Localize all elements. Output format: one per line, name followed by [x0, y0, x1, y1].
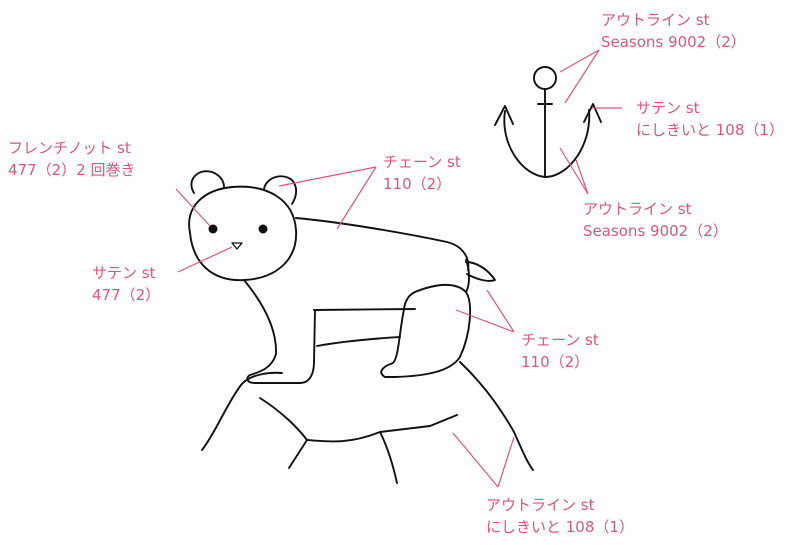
anchor-right-fluke [583, 103, 602, 123]
bear-belly [313, 308, 416, 311]
leader-rock-b [497, 436, 515, 488]
anchor-outline [494, 66, 602, 178]
leader-anchor-top-a [559, 49, 600, 73]
leader-satin-nose [177, 246, 233, 273]
label-anchor-outline-bottom: アウトライン st Seasons 9002（2） [583, 198, 728, 242]
bear-head [188, 185, 297, 281]
bear-left-eye [208, 224, 218, 234]
rock-ridge [259, 397, 308, 441]
leader-chain-lower-b [455, 309, 515, 333]
label-chain-upper-line1: チェーン st [383, 153, 461, 171]
bear-back [295, 217, 470, 271]
label-chain-lower-line1: チェーン st [521, 331, 599, 349]
label-chain-upper: チェーン st 110（2） [383, 151, 461, 195]
label-anchor-outline-top: アウトライン st Seasons 9002（2） [601, 9, 746, 53]
label-satin-nose-line2: 477（2） [92, 286, 161, 304]
anchor-arm [503, 109, 591, 178]
label-rock-outline: アウトライン st にしきいと 108（1） [486, 494, 634, 538]
bear-front-leg [243, 279, 316, 384]
label-anchor-outline-bottom-line1: アウトライン st [583, 200, 692, 218]
anchor-ring [533, 66, 557, 90]
bear-tail [465, 261, 496, 282]
bear-hind-leg [380, 283, 471, 378]
anchor-left-fluke [494, 105, 514, 126]
leader-chain-lower-a [486, 289, 515, 333]
label-anchor-outline-bottom-line2: Seasons 9002（2） [583, 222, 728, 240]
label-french-knot-line1: フレンチノット st [8, 139, 131, 157]
leader-lines [175, 49, 622, 488]
rock-crack-right [379, 414, 458, 433]
rock-right-edge [459, 361, 534, 471]
leader-chain-upper-a [278, 166, 377, 187]
bear-left-ear [190, 170, 225, 194]
rock-top [201, 371, 283, 451]
label-anchor-outline-top-line1: アウトライン st [601, 11, 710, 29]
bear-belly-line [316, 336, 401, 347]
bear-rock-outline [188, 170, 534, 484]
leader-anchor-top-b [564, 49, 600, 104]
label-rock-outline-line2: にしきいと 108（1） [486, 518, 634, 536]
leader-rock-a [452, 432, 499, 488]
label-anchor-satin-line2: にしきいと 108（1） [636, 121, 784, 139]
label-satin-nose: サテン st 477（2） [92, 262, 160, 306]
label-french-knot: フレンチノット st 477（2）2 回巻き [8, 137, 136, 181]
bear-face [208, 224, 268, 250]
label-anchor-satin-line1: サテン st [636, 99, 700, 117]
label-french-knot-line2: 477（2）2 回巻き [8, 161, 136, 179]
label-anchor-outline-top-line2: Seasons 9002（2） [601, 33, 746, 51]
leader-chain-upper-b [336, 166, 377, 230]
label-chain-upper-line2: 110（2） [383, 175, 452, 193]
bear-nose [231, 242, 243, 250]
label-rock-outline-line1: アウトライン st [486, 496, 595, 514]
rock-crack-mid [306, 431, 398, 484]
leader-anchor-bottom-a [559, 147, 589, 195]
rock-crack-left [288, 439, 308, 469]
bear-right-eye [258, 224, 268, 234]
leader-anchor-bottom-b [575, 159, 589, 195]
bear-right-ear [263, 175, 298, 205]
label-satin-nose-line1: サテン st [92, 264, 156, 282]
label-anchor-satin: サテン st にしきいと 108（1） [636, 97, 784, 141]
label-chain-lower: チェーン st 110（2） [521, 329, 599, 373]
label-chain-lower-line2: 110（2） [521, 353, 590, 371]
leader-french-knot [175, 188, 211, 227]
